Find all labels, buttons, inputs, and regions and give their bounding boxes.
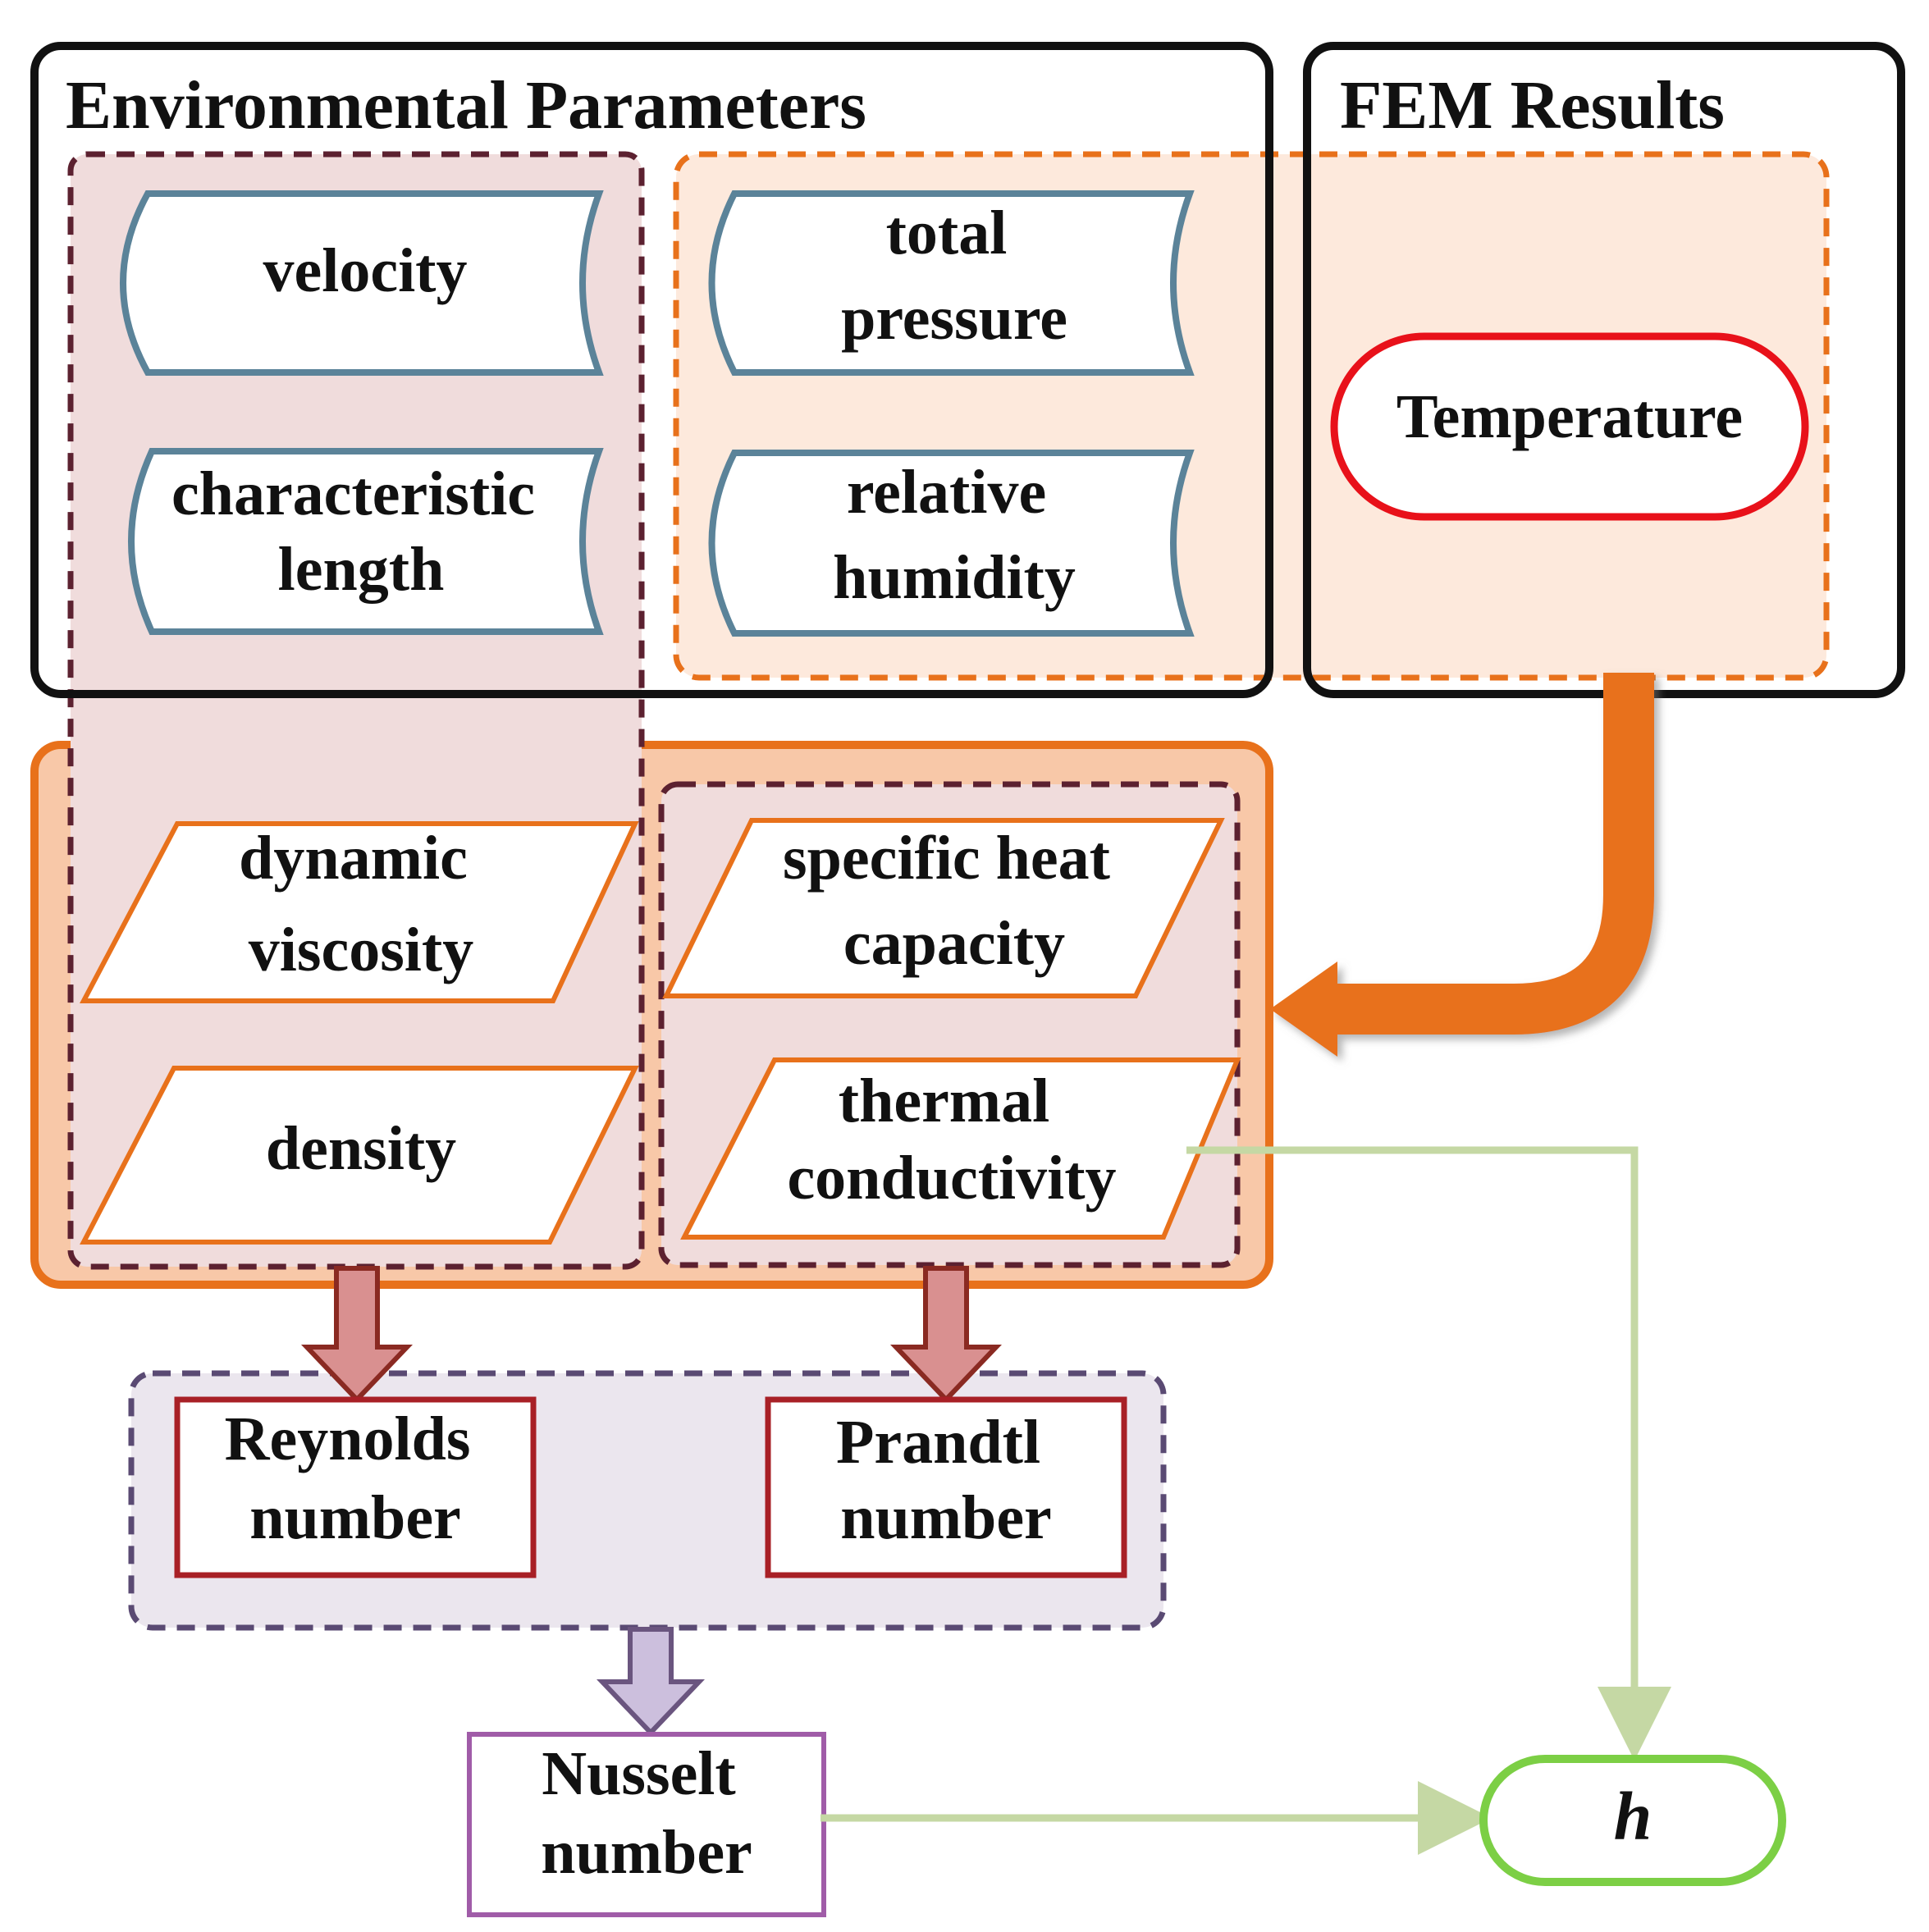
reynolds-number-box <box>174 1396 537 1578</box>
velocity-box <box>120 190 604 376</box>
fem-results-title: FEM Results <box>1340 67 1725 144</box>
temperature-box <box>1330 332 1809 521</box>
nusselt-number-box <box>467 1732 826 1917</box>
prandtl-number-box <box>765 1396 1127 1578</box>
relative-humidity-box <box>708 450 1195 637</box>
thermal-conductivity-box <box>680 1057 1241 1240</box>
relative-humidity-label: relative humidity <box>833 458 1076 612</box>
temperature-feed-arrow <box>1270 673 1654 1057</box>
prandtl-number-label: Prandtl number <box>836 1408 1056 1552</box>
dynamic-viscosity-box <box>80 821 639 1003</box>
dynamic-viscosity-label: dynamic viscosity <box>239 824 483 984</box>
density-box <box>80 1066 639 1245</box>
prandtl-down-arrow <box>889 1266 1003 1404</box>
reynolds-down-arrow <box>300 1266 414 1404</box>
nusselt-down-arrow <box>597 1627 705 1737</box>
environmental-parameters-title: Environmental Parameters <box>66 67 866 144</box>
total-pressure-label: total pressure <box>841 199 1067 353</box>
characteristic-length-box <box>128 448 604 635</box>
density-label: density <box>266 1114 456 1183</box>
velocity-label: velocity <box>263 236 467 305</box>
reynolds-number-label: Reynolds number <box>225 1404 487 1552</box>
temperature-label: Temperature <box>1396 382 1743 451</box>
thermal-conductivity-label: thermal conductivity <box>787 1066 1116 1213</box>
h-result-box <box>1479 1755 1786 1886</box>
h-result-label: h <box>1614 1778 1652 1854</box>
specific-heat-capacity-box <box>662 818 1225 998</box>
conductivity-to-h-connector <box>1186 1146 1671 1761</box>
characteristic-length-label: characteristic length <box>171 459 551 604</box>
specific-heat-capacity-label: specific heat capacity <box>783 824 1126 978</box>
total-pressure-box <box>708 190 1195 376</box>
nusselt-number-label: Nusselt number <box>541 1739 752 1887</box>
environmental-parameters-group <box>30 42 1273 698</box>
